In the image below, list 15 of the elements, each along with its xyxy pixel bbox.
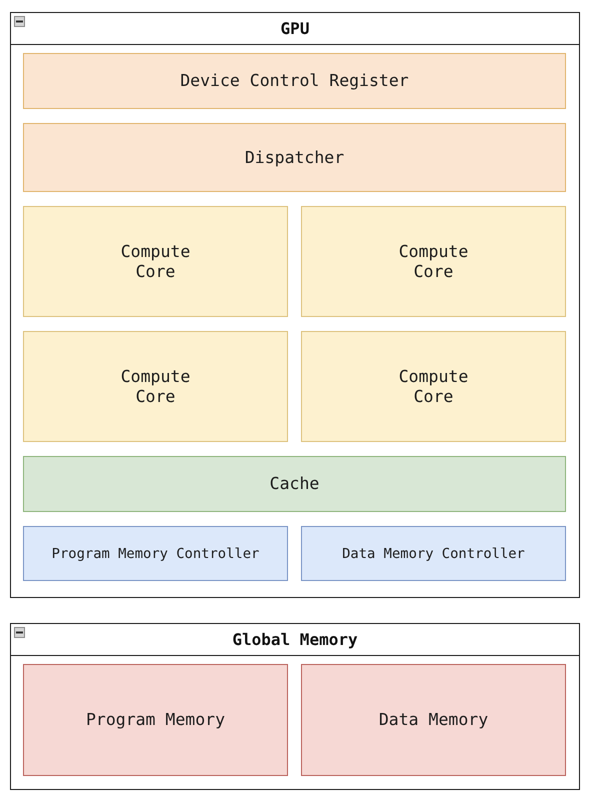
component-block: Compute Core xyxy=(23,206,288,317)
component-block: Compute Core xyxy=(23,331,288,442)
component-block: Data Memory Controller xyxy=(301,526,566,581)
component-block: Dispatcher xyxy=(23,123,566,192)
component-block: Compute Core xyxy=(301,206,566,317)
component-block: Program Memory Controller xyxy=(23,526,288,581)
component-block: Cache xyxy=(23,456,566,512)
container-frame xyxy=(10,12,580,598)
component-block: Compute Core xyxy=(301,331,566,442)
component-block: Device Control Register xyxy=(23,53,566,109)
component-block: Program Memory xyxy=(23,664,288,776)
component-block: Data Memory xyxy=(301,664,566,776)
container-title: GPU xyxy=(280,19,310,38)
container-frame xyxy=(10,623,580,790)
container-title: Global Memory xyxy=(232,630,358,649)
